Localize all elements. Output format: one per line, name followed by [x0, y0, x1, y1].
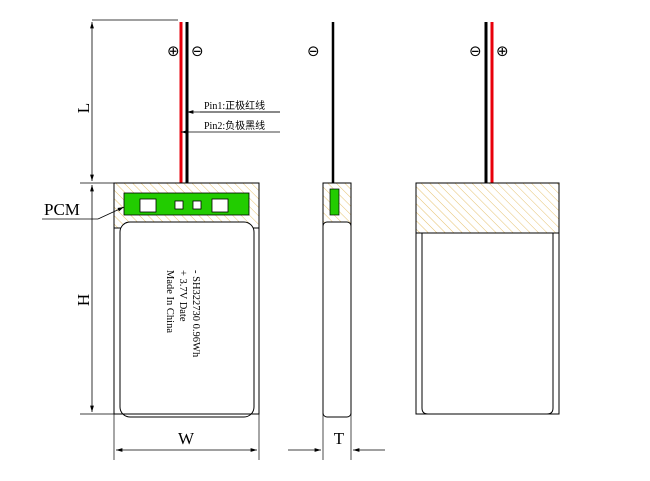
- dimension-L-label: L: [74, 103, 93, 113]
- cell-inner-side: [322, 221, 352, 418]
- negative-symbol-front: ⊖: [191, 42, 204, 60]
- negative-symbol-side: ⊖: [307, 42, 320, 60]
- positive-symbol-back: ⊕: [496, 42, 509, 60]
- dimension-T-label: T: [334, 429, 345, 448]
- pcm-pad-1: [139, 198, 157, 213]
- dimension-W: W: [113, 414, 260, 460]
- dimension-T: T: [288, 414, 385, 460]
- pcm-area-back: [415, 182, 560, 234]
- pcm-label: PCM: [44, 200, 80, 219]
- dimension-L: L: [74, 19, 178, 184]
- pin-callouts: Pin1:正极红线 Pin2:负极黑线: [181, 99, 280, 134]
- pcm-pad-3: [192, 200, 202, 210]
- side-view: ⊖: [307, 22, 352, 418]
- pcm-pad-2: [174, 200, 184, 210]
- dimension-W-label: W: [178, 429, 195, 448]
- positive-symbol-front: ⊕: [167, 42, 180, 60]
- pcm-callout: PCM: [42, 200, 125, 220]
- dimension-H-label: H: [74, 294, 93, 306]
- front-view: ⊕ ⊖ - SH322730 0.96Wh + 3.7V Date Made I…: [113, 22, 260, 418]
- cell-inner-front: [119, 221, 255, 418]
- battery-label-line1: - SH322730 0.96Wh: [190, 270, 201, 358]
- battery-label: - SH322730 0.96Wh + 3.7V Date Made In Ch…: [164, 270, 201, 358]
- pin1-label: Pin1:正极红线: [204, 99, 265, 112]
- pcm-board-side: [329, 188, 340, 216]
- dimension-H: H: [74, 185, 114, 415]
- battery-label-line3: Made In China: [164, 270, 175, 333]
- negative-symbol-back: ⊖: [469, 42, 482, 60]
- pcm-pad-4: [211, 198, 229, 213]
- back-view: ⊖ ⊕: [415, 22, 560, 415]
- battery-label-line2: + 3.7V Date: [177, 270, 188, 322]
- pin2-label: Pin2:负极黑线: [204, 119, 265, 132]
